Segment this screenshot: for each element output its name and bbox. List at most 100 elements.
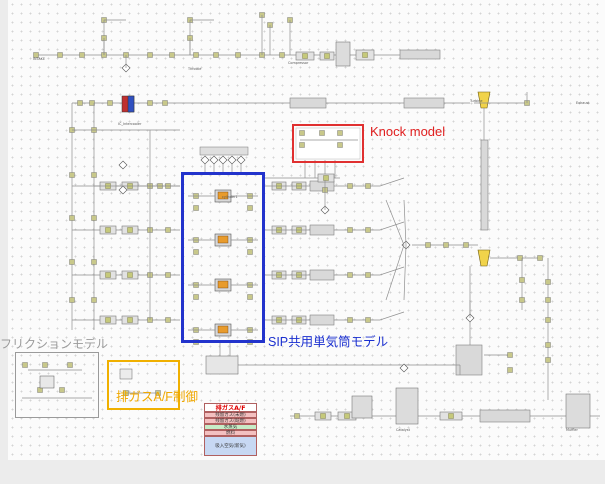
junction-node	[70, 260, 75, 265]
friction-model-label: フリクションモデル	[0, 335, 108, 352]
junction-node	[426, 243, 431, 248]
junction-node	[92, 260, 97, 265]
knock-model-label: Knock model	[370, 124, 445, 139]
legend-title: 排ガスA/F	[204, 403, 257, 412]
junction-node	[366, 318, 371, 323]
junction-node	[520, 298, 525, 303]
valve-icon	[210, 156, 218, 164]
junction-node	[92, 298, 97, 303]
junction-node	[108, 101, 113, 106]
legend-row-fresh-air: 吸入空気(新気)	[204, 436, 257, 456]
valve-icon	[228, 156, 236, 164]
junction-node	[194, 53, 199, 58]
catalyst-block	[396, 388, 418, 424]
junction-node	[236, 53, 241, 58]
sip-model-label: SIP共用単気筒モデル	[268, 331, 388, 350]
valve-icon	[119, 161, 127, 169]
intercooler-block	[128, 96, 134, 112]
exhaust-label: Exhaust	[576, 102, 590, 105]
pipe-line	[404, 245, 406, 300]
junction-node	[348, 228, 353, 233]
tank-component	[310, 270, 334, 280]
junction-node	[92, 173, 97, 178]
junction-node	[80, 53, 85, 58]
junction-node	[348, 184, 353, 189]
pipe-line	[380, 267, 404, 275]
junction-node	[366, 273, 371, 278]
component-icon	[106, 228, 111, 233]
junction-node	[546, 358, 551, 363]
junction-node	[214, 53, 219, 58]
junction-node	[166, 273, 171, 278]
turbine-top-label: Turbine	[470, 100, 482, 103]
junction-node	[170, 53, 175, 58]
pipe-line	[380, 222, 404, 230]
junction-node	[546, 298, 551, 303]
component-icon	[303, 54, 308, 59]
knock-model-frame[interactable]	[292, 124, 364, 163]
junction-node	[348, 273, 353, 278]
throttle-label: Throttle	[188, 68, 201, 71]
junction-node	[280, 53, 285, 58]
junction-node	[538, 256, 543, 261]
component-icon	[449, 414, 454, 419]
tank-component	[480, 410, 530, 422]
pipe-path	[386, 200, 404, 300]
exhaust-block	[352, 396, 372, 418]
component-icon	[106, 318, 111, 323]
valve-icon	[219, 156, 227, 164]
valve-icon	[201, 156, 209, 164]
pipe-line	[380, 178, 404, 186]
turbine-icon	[478, 250, 490, 266]
crank-block	[206, 356, 238, 374]
junction-node	[78, 101, 83, 106]
exhaust-af-label: 排ガスA/F制御	[116, 386, 198, 405]
cylinder-label: cylinder1	[222, 196, 238, 199]
component-icon	[128, 318, 133, 323]
component-icon	[345, 414, 350, 419]
junction-node	[546, 318, 551, 323]
tank-component	[404, 98, 444, 108]
component-icon	[106, 273, 111, 278]
junction-node	[58, 53, 63, 58]
junction-node	[508, 368, 513, 373]
tank-component	[400, 50, 440, 59]
junction-node	[92, 216, 97, 221]
intake-label: INTAKE	[33, 58, 45, 61]
tank-component	[481, 140, 488, 230]
pipe-line	[380, 312, 404, 320]
catalyst-label: Catalyst	[396, 429, 410, 432]
junction-node	[464, 243, 469, 248]
component-icon	[324, 176, 329, 181]
tank-component	[310, 225, 334, 235]
junction-node	[70, 173, 75, 178]
component-icon	[321, 414, 326, 419]
junction-node	[366, 184, 371, 189]
compressor-block	[336, 42, 350, 66]
junction-node	[546, 280, 551, 285]
junction-node	[166, 228, 171, 233]
junction-node	[148, 53, 153, 58]
tank-component	[310, 181, 334, 191]
valve-icon	[237, 156, 245, 164]
component-icon	[363, 53, 368, 58]
junction-node	[166, 318, 171, 323]
junction-node	[295, 414, 300, 419]
pipe-line	[404, 200, 406, 245]
friction-model-frame[interactable]	[15, 352, 99, 418]
component-icon	[128, 228, 133, 233]
tank-component	[310, 315, 334, 325]
junction-node	[348, 318, 353, 323]
junction-node	[520, 278, 525, 283]
junction-node	[163, 101, 168, 106]
muffler-label: Muffler	[566, 429, 578, 432]
junction-node	[444, 243, 449, 248]
gas-species-legend: 排ガスA/F 残留ガス(未燃) 残留ガス(既燃) 水蒸気 燃料 吸入空気(新気)	[204, 403, 257, 456]
junction-node	[148, 101, 153, 106]
component-icon	[128, 273, 133, 278]
intercooler-label: IC_Intercooler	[118, 123, 141, 126]
tank-component	[290, 98, 326, 108]
junction-node	[70, 216, 75, 221]
junction-node	[546, 343, 551, 348]
